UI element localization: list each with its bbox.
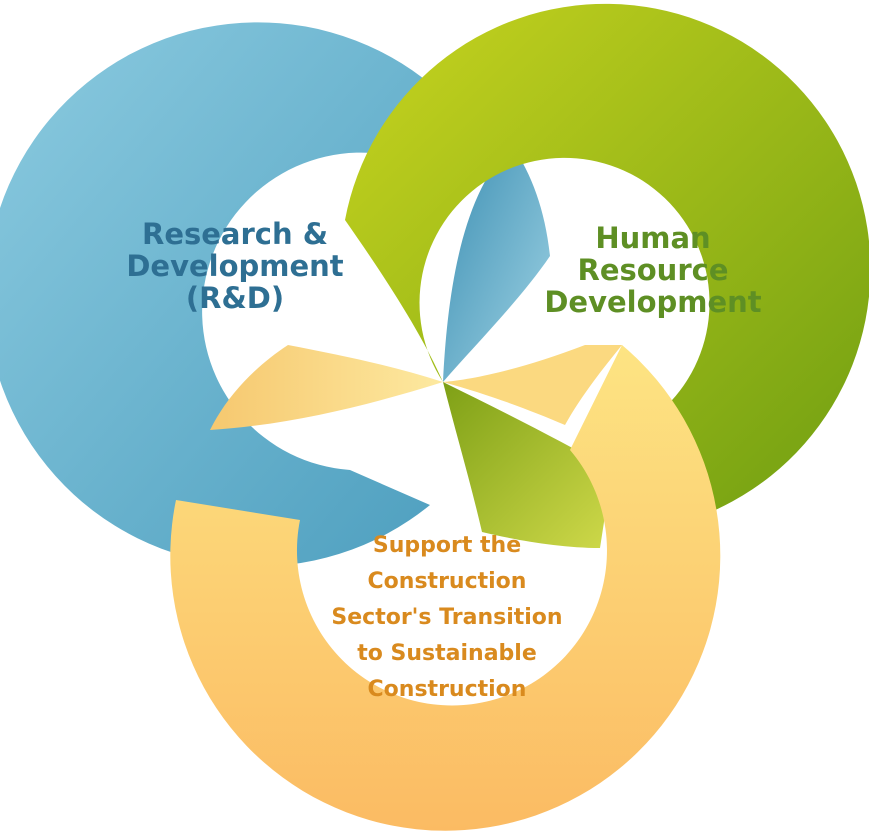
sc-ring-tail-inner — [443, 345, 622, 425]
hr-ring-band — [345, 3, 869, 520]
rd-label-line-3: (R&D) — [185, 281, 285, 315]
rd-ring-band — [0, 22, 443, 567]
sc-label: Support the Construction Sector's Transi… — [322, 528, 572, 708]
sc-ring-tail — [210, 345, 443, 430]
sc-label-line-5: Construction — [367, 677, 527, 702]
hr-ring-tail — [443, 382, 612, 548]
sc-label-line-3: Sector's Transition — [331, 605, 563, 630]
rd-ring-tail — [443, 145, 550, 382]
hr-label-line-3: Development — [544, 285, 762, 319]
sc-ring-band — [170, 345, 721, 831]
sc-label-line-1: Support the — [372, 533, 522, 558]
rd-ring — [0, 22, 550, 567]
sc-label-line-4: to Sustainable — [357, 641, 537, 666]
sc-label-line-2: Construction — [367, 569, 527, 594]
rd-label-line-2: Development — [126, 249, 344, 283]
rd-label: Research & Development (R&D) — [120, 218, 350, 314]
hr-label-line-1: Human — [595, 221, 711, 255]
rd-label-line-1: Research & — [141, 217, 329, 251]
hr-ring — [345, 3, 869, 548]
hr-label-line-2: Resource — [577, 253, 729, 287]
sc-ring — [170, 345, 721, 831]
hr-label: Human Resource Development — [536, 222, 770, 318]
